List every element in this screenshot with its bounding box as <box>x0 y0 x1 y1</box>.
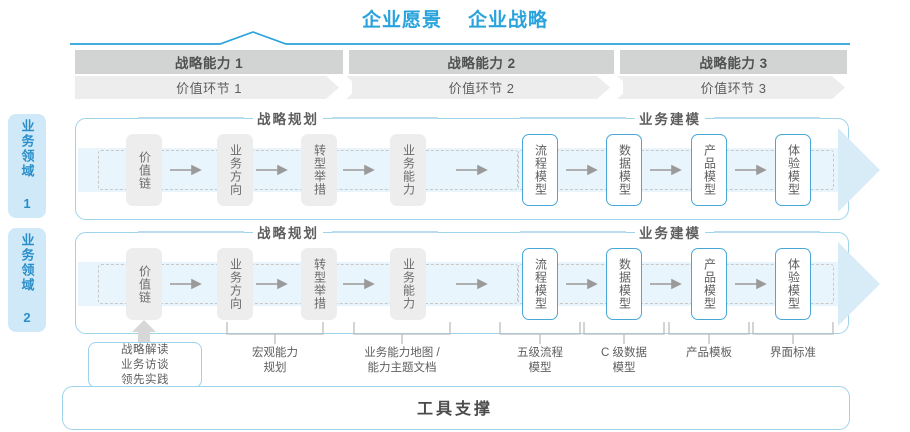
flow-arrow-icon <box>650 164 682 176</box>
flow-arrow-icon <box>566 164 598 176</box>
flow-arrow-icon <box>566 278 598 290</box>
step-box-experience-model[interactable]: 体验模型 <box>775 248 811 320</box>
flow-arrow-icon <box>256 278 288 290</box>
tool-support-container <box>62 386 850 430</box>
domain-row-2-section-caption-1: 战略规划 <box>138 222 438 242</box>
tool-label-ui-standard: 界面标准 <box>770 347 816 359</box>
tool-bracket <box>752 322 834 344</box>
step-box-business-direction[interactable]: 业务方向 <box>217 248 253 320</box>
value-band-strip <box>75 76 847 99</box>
tool-label-macro-capability: 宏观能力 规划 <box>252 347 298 374</box>
capability-band-1-label: 战略能力 1 <box>174 56 244 71</box>
step-box-value-chain[interactable]: 价值链 <box>126 248 162 320</box>
tool-card-strategy-interpretation[interactable]: 战略解读 业务访谈 领先实践 <box>88 342 202 388</box>
step-box-business-capability[interactable]: 业务能力 <box>390 134 426 206</box>
tool-label-product-template: 产品模板 <box>686 347 732 359</box>
sidebar-item-domain-1-label: 业务领域 1 <box>19 119 35 213</box>
step-box-experience-model[interactable]: 体验模型 <box>775 134 811 206</box>
step-box-business-direction[interactable]: 业务方向 <box>217 134 253 206</box>
flow-arrow-icon <box>256 164 288 176</box>
sidebar-item-domain-2-label: 业务领域 2 <box>19 233 35 327</box>
step-box-business-capability[interactable]: 业务能力 <box>390 248 426 320</box>
tool-bracket <box>353 322 451 344</box>
step-box-process-model[interactable]: 流程模型 <box>522 248 558 320</box>
flow-arrow-icon <box>170 278 202 290</box>
value-band-chevron-2 <box>597 76 623 99</box>
value-band-1-label: 价值环节 1 <box>176 81 242 96</box>
domain-row-1-section-caption-2: 业务建模 <box>520 108 820 128</box>
tool-bracket <box>583 322 665 344</box>
capability-band-2-label: 战略能力 2 <box>447 56 516 71</box>
capability-band-3: 战略能力 3 <box>620 50 847 74</box>
tool-bracket <box>668 322 750 344</box>
step-box-transformation-measures[interactable]: 转型举措 <box>301 134 337 206</box>
step-box-product-model[interactable]: 产品模型 <box>691 134 727 206</box>
flow-arrow-icon <box>456 278 488 290</box>
flow-arrow-icon <box>650 278 682 290</box>
tool-support-label: 工具支撑 <box>416 401 493 418</box>
step-box-data-model[interactable]: 数据模型 <box>606 134 642 206</box>
value-band-2: 价值环节 2 <box>349 76 614 99</box>
capability-band-2: 战略能力 2 <box>349 50 614 74</box>
tool-label-c-level-data: C 级数据 模型 <box>601 347 647 374</box>
flow-arrow-icon <box>343 164 375 176</box>
tool-label-capability-map: 业务能力地图 / 能力主题文档 <box>364 347 440 374</box>
step-box-process-model[interactable]: 流程模型 <box>522 134 558 206</box>
diagram-title: 企业愿景 企业战略 <box>0 4 910 32</box>
flow-arrow-icon <box>456 164 488 176</box>
value-band-2-label: 价值环节 2 <box>448 81 515 96</box>
value-band-3: 价值环节 3 <box>620 76 847 99</box>
tool-up-arrow-icon <box>132 320 156 344</box>
step-box-value-chain[interactable]: 价值链 <box>126 134 162 206</box>
domain-row-1-section-caption-1: 战略规划 <box>138 108 438 128</box>
capability-band-1: 战略能力 1 <box>75 50 343 74</box>
step-box-data-model[interactable]: 数据模型 <box>606 248 642 320</box>
domain-row-2-section-caption-2: 业务建模 <box>520 222 820 242</box>
step-box-transformation-measures[interactable]: 转型举措 <box>301 248 337 320</box>
flow-arrow-icon <box>170 164 202 176</box>
step-box-product-model[interactable]: 产品模型 <box>691 248 727 320</box>
domain-row-2-track-arrow <box>838 242 880 326</box>
value-band-chevron-3 <box>832 76 852 99</box>
value-band-1: 价值环节 1 <box>75 76 343 99</box>
enterprise-strategy-title: 企业战略 <box>468 9 549 31</box>
flow-arrow-icon <box>735 278 767 290</box>
tool-bracket <box>499 322 581 344</box>
flow-arrow-icon <box>735 164 767 176</box>
tool-label-five-level-process: 五级流程 模型 <box>517 347 563 374</box>
sidebar-item-domain-1[interactable]: 业务领域 1 <box>8 114 46 218</box>
tool-bracket <box>226 322 324 344</box>
enterprise-vision-title: 企业愿景 <box>361 9 442 31</box>
sidebar-item-domain-2[interactable]: 业务领域 2 <box>8 228 46 332</box>
value-band-chevron-1 <box>326 76 352 99</box>
flow-arrow-icon <box>343 278 375 290</box>
value-band-3-label: 价值环节 3 <box>700 81 767 96</box>
capability-band-3-label: 战略能力 3 <box>699 56 768 71</box>
domain-row-1-track-arrow <box>838 128 880 212</box>
peak-connector-line <box>70 31 850 45</box>
